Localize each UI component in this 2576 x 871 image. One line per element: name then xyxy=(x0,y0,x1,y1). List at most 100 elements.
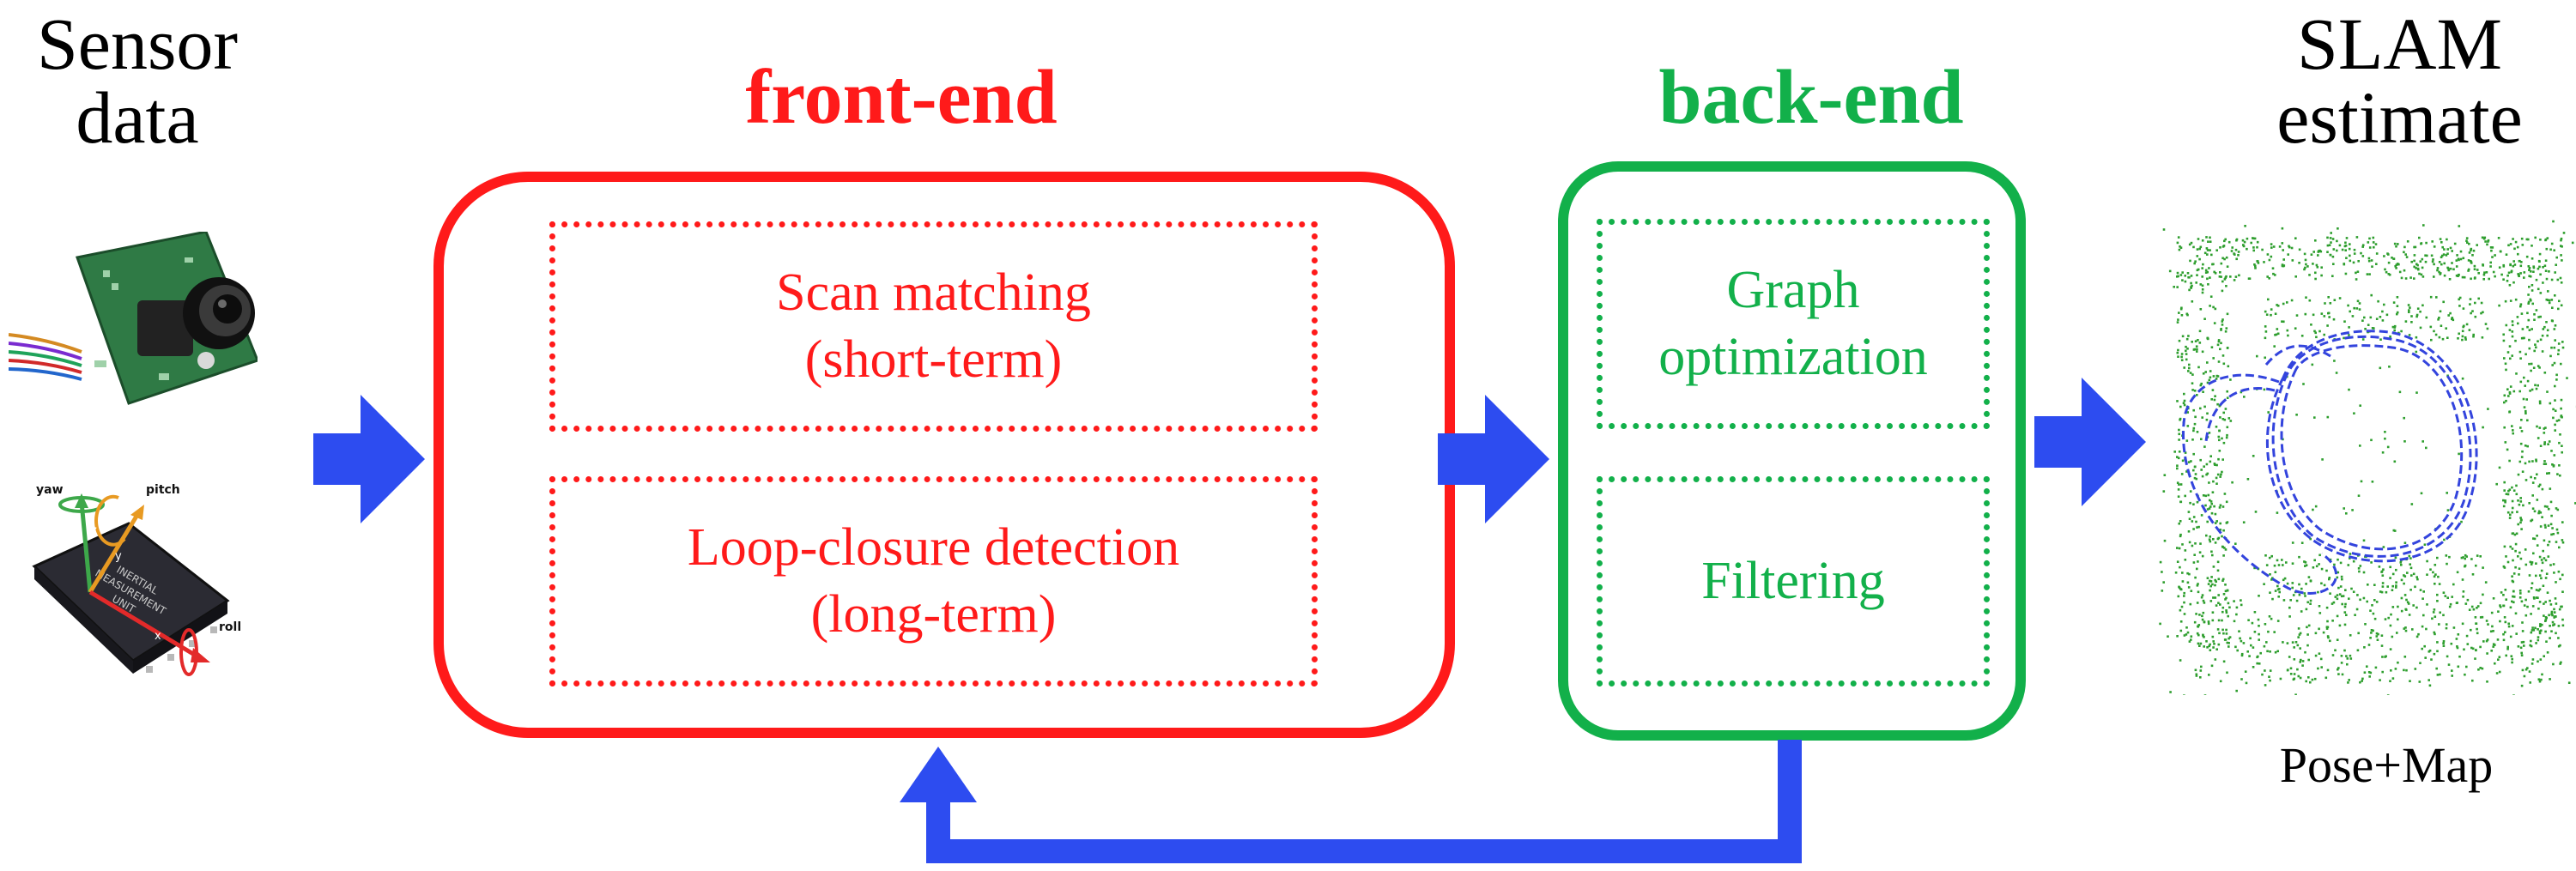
map-point xyxy=(2201,288,2204,291)
map-point xyxy=(2385,313,2389,317)
map-point xyxy=(2482,593,2484,596)
map-point xyxy=(2520,430,2524,432)
map-point xyxy=(2273,564,2276,567)
map-point xyxy=(2228,636,2232,638)
map-point xyxy=(2534,236,2537,239)
map-point xyxy=(2256,662,2258,665)
map-point xyxy=(2197,633,2200,637)
map-point xyxy=(2544,463,2548,465)
imu-roll-label: roll xyxy=(219,620,241,634)
map-point xyxy=(2481,336,2484,339)
map-point xyxy=(2328,578,2331,581)
map-point xyxy=(2470,277,2472,281)
map-point xyxy=(2263,583,2265,585)
map-point xyxy=(2486,327,2489,330)
map-point xyxy=(2226,265,2229,268)
map-point xyxy=(2328,244,2331,246)
map-point xyxy=(2180,355,2183,359)
map-point xyxy=(2212,646,2215,649)
map-point xyxy=(2196,632,2199,635)
map-point xyxy=(2225,256,2228,259)
map-point xyxy=(2225,632,2228,635)
map-point xyxy=(2305,296,2307,299)
map-point xyxy=(2433,631,2436,634)
map-point xyxy=(2482,426,2484,429)
map-point xyxy=(2531,658,2535,661)
map-point xyxy=(2233,279,2236,281)
map-point xyxy=(2552,465,2555,468)
map-point xyxy=(2544,620,2547,622)
map-point xyxy=(2555,378,2558,381)
map-point xyxy=(2186,572,2189,575)
map-point xyxy=(2173,451,2176,453)
map-point xyxy=(2240,603,2243,607)
map-point xyxy=(2506,388,2509,390)
map-point xyxy=(2560,407,2562,410)
map-point xyxy=(2373,617,2377,620)
map-point xyxy=(2188,243,2191,246)
map-point xyxy=(2304,258,2307,262)
map-point xyxy=(2506,511,2510,514)
map-point xyxy=(2222,529,2225,532)
map-point xyxy=(2210,664,2214,668)
map-point xyxy=(2197,366,2200,369)
map-point xyxy=(2258,625,2260,627)
map-point xyxy=(2183,634,2186,637)
map-point xyxy=(2216,569,2220,572)
map-point xyxy=(2199,542,2202,545)
map-point xyxy=(2240,654,2244,657)
map-point xyxy=(2337,667,2340,669)
map-point xyxy=(2264,356,2266,360)
map-point xyxy=(2421,440,2424,443)
map-point xyxy=(2543,264,2547,267)
map-point xyxy=(2221,579,2224,582)
map-point xyxy=(2359,565,2362,567)
map-point xyxy=(2219,246,2221,249)
map-point xyxy=(2413,254,2416,257)
map-point xyxy=(2194,668,2197,672)
map-point xyxy=(2553,249,2555,251)
map-point xyxy=(2185,633,2188,636)
map-point xyxy=(2201,275,2203,278)
map-point xyxy=(2574,502,2576,505)
map-point xyxy=(2423,644,2426,648)
map-point xyxy=(2531,494,2534,497)
map-point xyxy=(2315,565,2318,568)
map-point xyxy=(2281,227,2284,230)
map-point xyxy=(2518,503,2521,506)
map-point xyxy=(2519,646,2523,650)
map-point xyxy=(2307,676,2310,679)
map-point xyxy=(2333,563,2336,566)
map-point xyxy=(2561,624,2565,627)
map-point xyxy=(2524,614,2528,617)
map-point xyxy=(2425,316,2428,319)
map-point xyxy=(2212,538,2215,541)
filtering-label: Filtering xyxy=(1701,551,1885,610)
map-point xyxy=(2282,641,2284,644)
map-point xyxy=(2460,520,2463,523)
map-point xyxy=(2445,554,2448,557)
map-point xyxy=(2188,517,2191,520)
map-point xyxy=(2325,626,2329,628)
map-point xyxy=(2508,345,2512,348)
map-point xyxy=(2491,256,2494,258)
map-point xyxy=(2566,377,2568,379)
map-point xyxy=(2403,574,2405,577)
map-point xyxy=(2358,570,2361,573)
map-point xyxy=(2361,255,2365,257)
map-point xyxy=(2505,654,2507,657)
map-point xyxy=(2505,399,2507,402)
map-point xyxy=(2189,602,2192,606)
map-point xyxy=(2305,564,2308,566)
map-point xyxy=(2554,271,2556,274)
map-point xyxy=(2349,634,2352,637)
map-point xyxy=(2562,232,2566,234)
map-point xyxy=(2273,345,2276,348)
map-point xyxy=(2224,276,2227,279)
map-point xyxy=(2167,635,2169,638)
map-point xyxy=(2522,397,2525,401)
map-point xyxy=(2486,652,2488,655)
map-point xyxy=(2209,649,2212,651)
map-point xyxy=(2323,333,2325,336)
map-point xyxy=(2543,325,2546,329)
